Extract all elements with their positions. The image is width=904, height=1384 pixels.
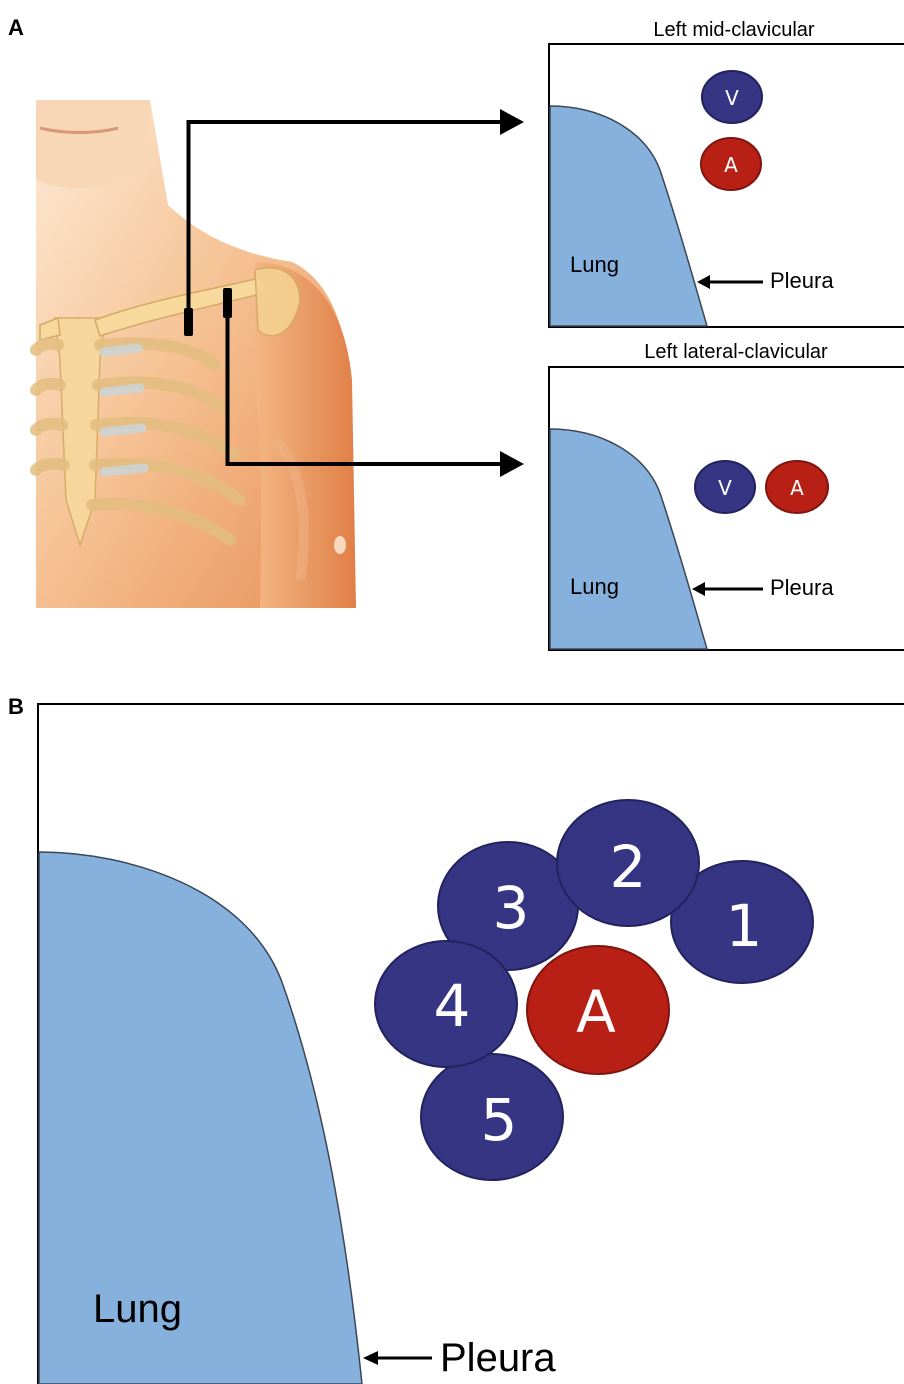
arrowhead-bottom (500, 451, 524, 477)
inset-top-title: Left mid-clavicular (653, 19, 815, 41)
panel-b-pleura-label: Pleura (440, 1336, 556, 1380)
inset-mid-clavicular: Left mid-clavicular Lung Pleura V A (549, 19, 904, 327)
probe-marker-bottom (223, 288, 232, 318)
panel-b-lung-label: Lung (93, 1287, 182, 1331)
inset-lateral-clavicular: Left lateral-clavicular Lung Pleura V A (549, 341, 904, 650)
probe-marker-top (184, 308, 193, 336)
inset-top-lung-label: Lung (570, 252, 619, 277)
inset-bottom-artery-label: A (790, 476, 804, 500)
vein-3-label: 3 (493, 874, 530, 942)
vein-1-label: 1 (726, 892, 763, 960)
arrowhead-top (500, 109, 524, 135)
vein-2-label: 2 (610, 833, 647, 901)
inset-top-artery-label: A (724, 153, 738, 177)
panel-b-label: B (8, 694, 24, 719)
inset-bottom-pleura-label: Pleura (770, 575, 834, 600)
inset-top-vein-label: V (725, 86, 739, 110)
artery-label: A (576, 978, 616, 1046)
vein-4-label: 4 (434, 972, 471, 1040)
inset-bottom-vein-label: V (718, 476, 732, 500)
inset-bottom-lung-label: Lung (570, 574, 619, 599)
panel-b: Lung Pleura 1 5 3 2 4 A (38, 704, 904, 1384)
vein-5-label: 5 (481, 1086, 518, 1154)
inset-bottom-title: Left lateral-clavicular (644, 341, 828, 363)
chest-illustration (36, 100, 356, 608)
panel-a-label: A (8, 15, 24, 40)
inset-top-pleura-label: Pleura (770, 268, 834, 293)
panel-b-lung (39, 852, 362, 1384)
